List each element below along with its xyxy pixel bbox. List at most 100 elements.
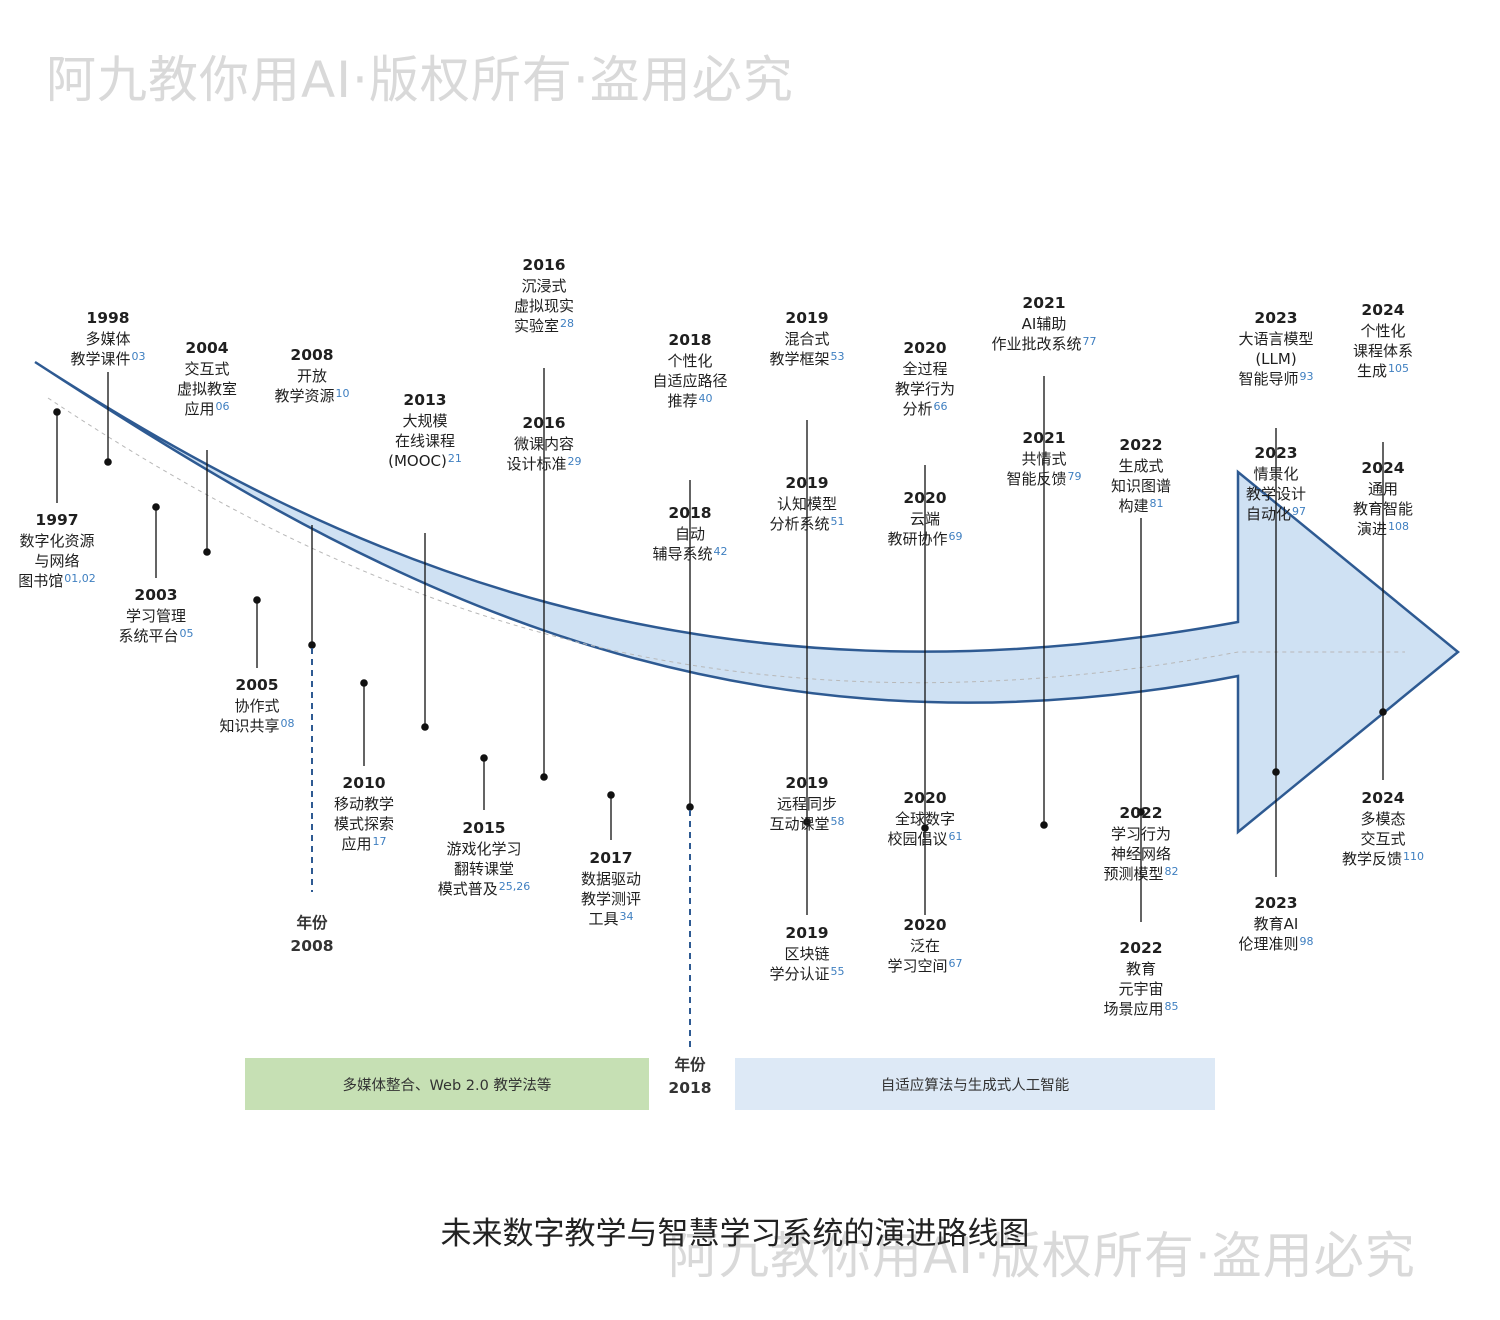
event-label: 2021 共情式智能反馈79 (959, 427, 1129, 489)
year-marker-2008: 年份 2008 (252, 912, 372, 958)
event-text: 游戏化学习翻转课堂模式普及25,26 (437, 840, 531, 898)
event-dot (1137, 808, 1145, 816)
event-dot (540, 773, 548, 781)
reference-number: 67 (948, 957, 963, 970)
reference-number: 10 (335, 387, 350, 400)
event-text: 交互式虚拟教室应用06 (176, 360, 237, 418)
event-text: 全过程教学行为分析66 (894, 360, 955, 418)
era-band-ai: 自适应算法与生成式人工智能 (735, 1058, 1215, 1110)
event-year: 2019 (785, 924, 829, 942)
event-text: 多模态交互式教学反馈110 (1341, 810, 1424, 868)
reference-number: 97 (1292, 505, 1306, 518)
reference-number: 42 (713, 545, 728, 558)
event-dot (1040, 821, 1048, 829)
event-year: 2021 (1022, 429, 1066, 447)
event-text: 移动教学模式探索应用17 (333, 795, 394, 853)
event-year: 2018 (668, 331, 712, 349)
event-year: 2023 (1254, 444, 1298, 462)
year-marker-label: 年份 (674, 1056, 706, 1074)
event-text: 区块链学分认证55 (769, 945, 845, 983)
event-dot (308, 641, 316, 649)
reference-number: 93 (1299, 370, 1314, 383)
event-year: 2013 (403, 391, 447, 409)
event-label: 2016 微课内容设计标准29 (459, 412, 629, 474)
event-text: 教育元宇宙场景应用85 (1103, 960, 1179, 1018)
event-dot (104, 458, 112, 466)
year-marker-year: 2018 (668, 1079, 712, 1097)
reference-number: 82 (1164, 865, 1179, 878)
event-text: 情景化教学设计自动化97 (1245, 465, 1306, 523)
event-year: 2010 (342, 774, 386, 792)
event-dot (921, 824, 929, 832)
reference-number: 85 (1164, 1000, 1179, 1013)
event-year: 2020 (903, 489, 947, 507)
event-text: 数据驱动教学测评工具34 (580, 870, 641, 928)
watermark-bottom: 阿九教你用AI·版权所有·盗用必究 (668, 1227, 1416, 1285)
event-dot (1379, 708, 1387, 716)
event-text: 生成式知识图谱构建81 (1110, 457, 1171, 515)
event-year: 2019 (785, 774, 829, 792)
event-year: 2020 (903, 339, 947, 357)
event-year: 2016 (522, 414, 566, 432)
event-year: 2023 (1254, 894, 1298, 912)
event-year: 2022 (1119, 436, 1163, 454)
reference-number: 61 (948, 830, 963, 843)
event-text: 认知模型分析系统51 (769, 495, 845, 533)
event-label: 2019 远程同步互动课堂58 (722, 772, 892, 834)
event-stems (53, 368, 1387, 922)
event-dot (1272, 768, 1280, 776)
event-dot (607, 791, 615, 799)
event-year: 2020 (903, 916, 947, 934)
era-label: 多媒体整合、Web 2.0 教学法等 (342, 1077, 552, 1094)
event-text: AI辅助作业批改系统77 (991, 315, 1097, 353)
reference-number: 28 (560, 317, 574, 330)
event-text: 开放教学资源10 (274, 367, 350, 405)
event-text: 微课内容设计标准29 (506, 435, 582, 473)
event-dot (803, 818, 811, 826)
reference-number: 29 (567, 455, 582, 468)
reference-number: 25,26 (498, 880, 531, 893)
event-text: 远程同步互动课堂58 (769, 795, 845, 833)
event-text: 通用教育智能演进108 (1352, 480, 1413, 538)
year-marker-year: 2008 (290, 937, 334, 955)
event-year: 2023 (1254, 309, 1298, 327)
reference-number: 108 (1388, 520, 1409, 533)
reference-number: 03 (131, 350, 146, 363)
event-text: 协作式知识共享08 (219, 697, 295, 735)
reference-number: 51 (830, 515, 845, 528)
reference-number: 01,02 (64, 572, 96, 585)
event-year: 2020 (903, 789, 947, 807)
year-marker-2018: 年份 2018 (630, 1054, 750, 1100)
event-label: 2023 情景化教学设计自动化97 (1191, 442, 1361, 524)
roadmap-arrow (34, 360, 1460, 835)
reference-number: 110 (1403, 850, 1424, 863)
event-year: 2003 (134, 586, 178, 604)
event-dot (421, 723, 429, 731)
reference-number: 53 (830, 350, 845, 363)
event-dot (253, 596, 261, 604)
era-band-web2: 多媒体整合、Web 2.0 教学法等 (245, 1058, 649, 1110)
event-year: 2019 (785, 309, 829, 327)
event-text: 多媒体教学课件03 (70, 330, 146, 368)
event-label: 2020 全过程教学行为分析66 (840, 337, 1010, 419)
reference-number: 34 (619, 910, 634, 923)
event-text: 共情式智能反馈79 (1006, 450, 1082, 488)
